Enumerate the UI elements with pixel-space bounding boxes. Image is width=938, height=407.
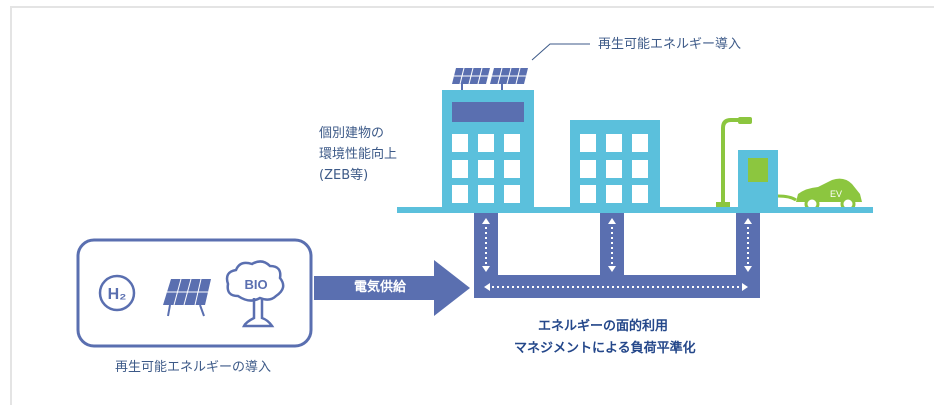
building-label-line2: 環境性能向上	[319, 147, 398, 162]
figure-frame	[10, 6, 934, 405]
ev-text: EV	[830, 189, 842, 199]
ev-car-icon: EV	[796, 178, 862, 212]
top-renewable-label: 再生可能エネルギー導入	[598, 37, 742, 52]
h2-icon: H₂	[98, 274, 136, 312]
bottom-renewable-label: 再生可能エネルギーの導入	[115, 360, 272, 375]
building-1	[442, 90, 534, 208]
building-label-line3: (ZEB等)	[319, 168, 369, 183]
building-label-line1: 個別建物の	[319, 126, 385, 141]
leader-line	[531, 43, 590, 61]
energy-network	[474, 213, 760, 298]
building-2	[570, 120, 660, 208]
solar-panel-icon	[163, 278, 211, 317]
bio-text: BIO	[244, 277, 267, 292]
bio-tree-icon: BIO	[225, 260, 285, 328]
charging-station-icon	[738, 150, 797, 208]
ground-line	[397, 207, 873, 213]
area-management-line2: マネジメントによる負荷平準化	[514, 341, 696, 356]
h2-text: H₂	[108, 286, 127, 303]
area-management-line1: エネルギーの面的利用	[538, 319, 669, 334]
street-lamp-icon	[716, 117, 752, 208]
power-supply-arrow	[314, 260, 470, 316]
power-supply-label: 電気供給	[354, 280, 407, 295]
rooftop-solar-panel-icon	[452, 67, 528, 90]
